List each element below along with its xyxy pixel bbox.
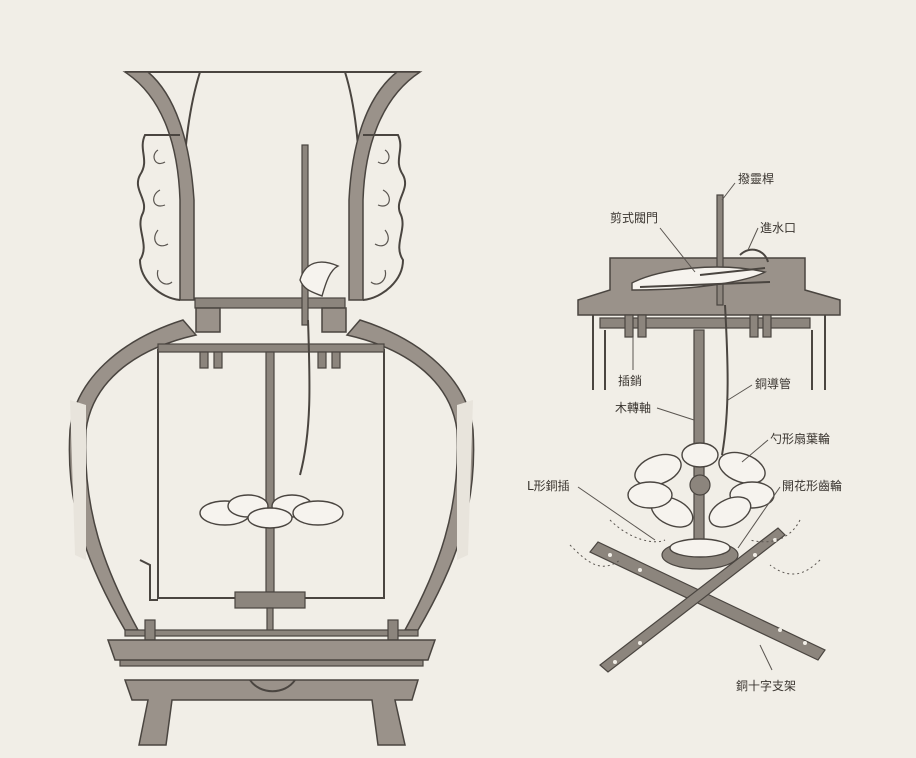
label-control-rod: 撥靈桿 <box>738 171 774 186</box>
label-cut-valve: 剪式閥門 <box>610 210 658 225</box>
vase-foot-arch <box>249 679 296 693</box>
vase-cross-section <box>68 71 475 746</box>
vase-shoulder-plate <box>194 297 346 309</box>
detail-water-outlet <box>739 248 769 263</box>
vase-shoulder-block-right <box>321 307 347 333</box>
label-copper-pipe: 銅導管 <box>755 376 791 391</box>
vase-shoulder-block-left <box>195 307 221 333</box>
vase-handle-right-scroll <box>370 149 390 285</box>
vase-handle-left-scroll <box>153 149 173 285</box>
leader-lines <box>577 182 781 671</box>
vase-base-bolt-left <box>144 619 156 641</box>
vase-gear-box <box>234 591 306 609</box>
vase-control-rod-tail <box>299 319 311 476</box>
detail-side-wall-left <box>592 315 606 390</box>
detail-scissor-valve <box>631 266 768 291</box>
detail-flower-gear-top <box>669 538 731 558</box>
vase-neck-right-wall <box>348 71 423 301</box>
vase-base-rail-lower <box>119 659 424 667</box>
vase-base-rail <box>124 629 419 637</box>
vase-side-pipe <box>139 559 158 601</box>
vase-neck-left-wall <box>122 71 195 301</box>
label-water-outlet: 進水口 <box>760 221 796 235</box>
vase-body-band-right <box>457 400 473 560</box>
detail-control-rod <box>716 194 724 306</box>
detail-wood-shaft <box>693 329 705 541</box>
label-wood-shaft: 木轉軸 <box>615 401 651 415</box>
detail-cross-frame-bar-2 <box>599 527 786 673</box>
vase-handle-right <box>362 134 406 301</box>
detail-bolts <box>624 314 772 338</box>
detail-scissor-valve-arm <box>639 267 771 288</box>
label-ladle-blade-wheel: 勺形扇葉輪 <box>770 431 830 446</box>
frame-bolts <box>199 351 341 369</box>
vase-base-bolt-right <box>387 619 399 641</box>
mechanism-detail: 撥靈桿 剪式閥門 進水口 插銷 銅導管 木轉軸 勺形扇葉輪 L形銅插 開花形齒輪… <box>527 171 842 693</box>
detail-cross-frame-bar-1 <box>589 541 826 661</box>
vase-valve-head <box>299 261 340 297</box>
vase-foot-legs <box>123 679 420 746</box>
vase-control-rod <box>301 144 309 326</box>
detail-ceiling-bar <box>599 317 811 329</box>
vase-gear-spike <box>266 607 274 634</box>
vase-body-band-left <box>70 400 86 560</box>
vase-body-right-wall <box>345 319 475 631</box>
detail-cross-frame-holes <box>608 538 807 664</box>
vase-center-shaft <box>265 351 275 593</box>
vase-foot <box>106 639 437 661</box>
detail-top-plate <box>577 257 841 316</box>
vase-handle-left <box>137 134 181 301</box>
detail-side-wall-right <box>811 315 826 390</box>
label-flower-gear: 開花形齒輪 <box>782 478 842 493</box>
inner-frame-top <box>157 343 385 353</box>
vase-blade-wheel <box>199 494 344 529</box>
detail-blade-wheel <box>627 442 775 528</box>
label-l-copper-hook: L形銅插 <box>527 479 570 493</box>
label-copper-cross-frame: 銅十字支架 <box>736 678 796 693</box>
detail-copper-pipe <box>721 304 729 456</box>
vase-body-left-wall <box>68 319 198 631</box>
label-pin: 插銷 <box>618 373 642 388</box>
